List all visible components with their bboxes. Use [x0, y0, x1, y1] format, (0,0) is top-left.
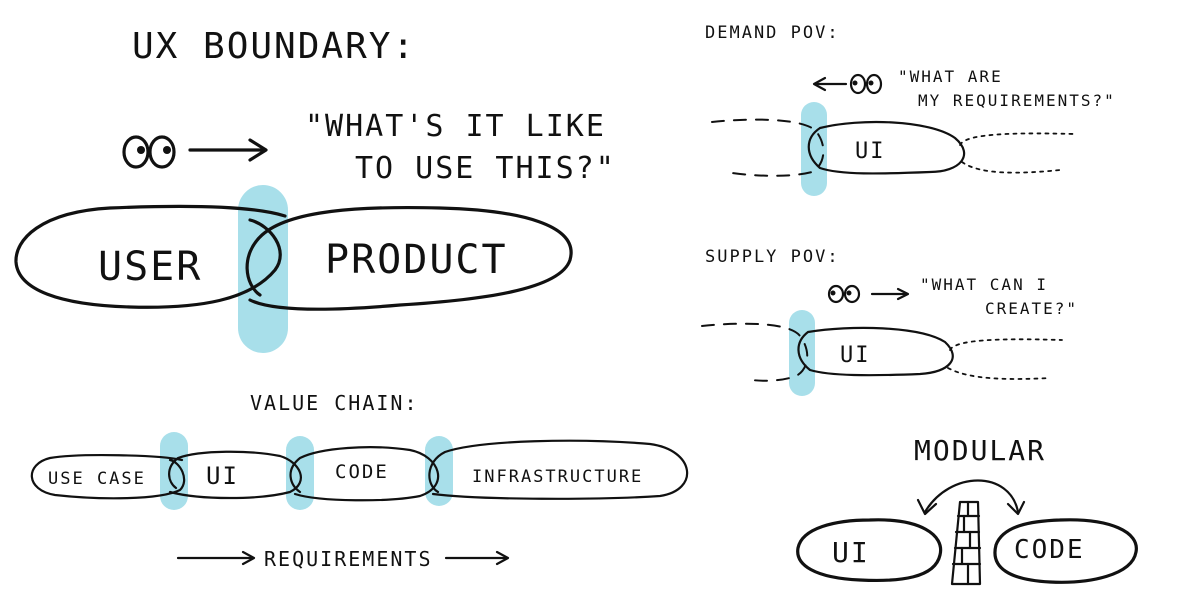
- supply-quote-line1: "WHAT CAN I: [920, 275, 1048, 294]
- supply-right-dashed: [947, 338, 1063, 380]
- arrow-right-icon: [176, 550, 256, 566]
- supply-pov-section: SUPPLY POV: "WHAT CAN I CREATE?" UI: [701, 247, 1078, 396]
- demand-quote-line1: "WHAT ARE: [898, 67, 1003, 86]
- arrow-left-icon: [812, 76, 848, 92]
- curved-arrow-icon: [916, 479, 1026, 516]
- demand-pov-title: DEMAND POV:: [705, 23, 840, 43]
- arrow-right-icon: [444, 550, 510, 566]
- product-label: PRODUCT: [325, 237, 508, 283]
- ux-quote-line1: "WHAT'S IT LIKE: [305, 109, 606, 144]
- eyes-icon: [122, 135, 176, 169]
- ux-quote-line2: TO USE THIS?": [355, 151, 616, 186]
- modular-code-shape: [993, 518, 1138, 584]
- supply-ui-shape: [797, 326, 954, 377]
- user-shape: [14, 204, 287, 309]
- eyes-icon: [849, 73, 883, 95]
- infrastructure-shape: [428, 439, 689, 500]
- product-shape: [245, 205, 573, 311]
- supply-quote-line2: CREATE?": [985, 299, 1078, 318]
- infrastructure-label: INFRASTRUCTURE: [472, 467, 643, 487]
- demand-right-dashed: [959, 132, 1076, 174]
- demand-quote-line2: MY REQUIREMENTS?": [918, 91, 1116, 110]
- modular-code-label: CODE: [1014, 535, 1085, 565]
- arrow-right-icon: [188, 138, 268, 162]
- brick-wall-icon: [950, 500, 982, 586]
- value-chain-section: VALUE CHAIN: USE CASE UI CODE INFRASTRUC…: [30, 391, 689, 571]
- demand-boundary-highlight: [801, 102, 827, 196]
- supply-pov-title: SUPPLY POV:: [705, 247, 840, 267]
- modular-ui-shape: [796, 518, 943, 583]
- code-shape: [289, 446, 440, 502]
- demand-ui-shape: [807, 120, 966, 175]
- modular-title: MODULAR: [914, 434, 1046, 467]
- ux-boundary-section: UX BOUNDARY: "WHAT'S IT LIKE TO USE THIS…: [14, 26, 616, 353]
- ux-boundary-title: UX BOUNDARY:: [132, 26, 416, 67]
- requirements-label: REQUIREMENTS: [264, 547, 433, 571]
- supply-left-dashed: [701, 322, 809, 382]
- demand-ui-label: UI: [855, 139, 886, 164]
- supply-ui-label: UI: [840, 343, 871, 368]
- use-case-shape: [30, 454, 186, 500]
- eyes-icon: [827, 284, 861, 304]
- ui-shape: [168, 450, 302, 500]
- modular-ui-label: UI: [832, 536, 870, 569]
- user-label: USER: [98, 244, 202, 290]
- demand-pov-section: DEMAND POV: "WHAT ARE MY REQUIREMENTS?" …: [705, 23, 1116, 196]
- boundary-highlight-1: [160, 432, 188, 510]
- arrow-right-icon: [870, 287, 910, 301]
- ui-label: UI: [206, 462, 239, 490]
- use-case-label: USE CASE: [48, 469, 146, 489]
- code-label: CODE: [335, 461, 389, 483]
- demand-left-dashed: [711, 118, 825, 177]
- value-chain-title: VALUE CHAIN:: [250, 391, 419, 415]
- supply-boundary-highlight: [789, 310, 815, 396]
- modular-section: MODULAR UI CODE: [796, 434, 1138, 586]
